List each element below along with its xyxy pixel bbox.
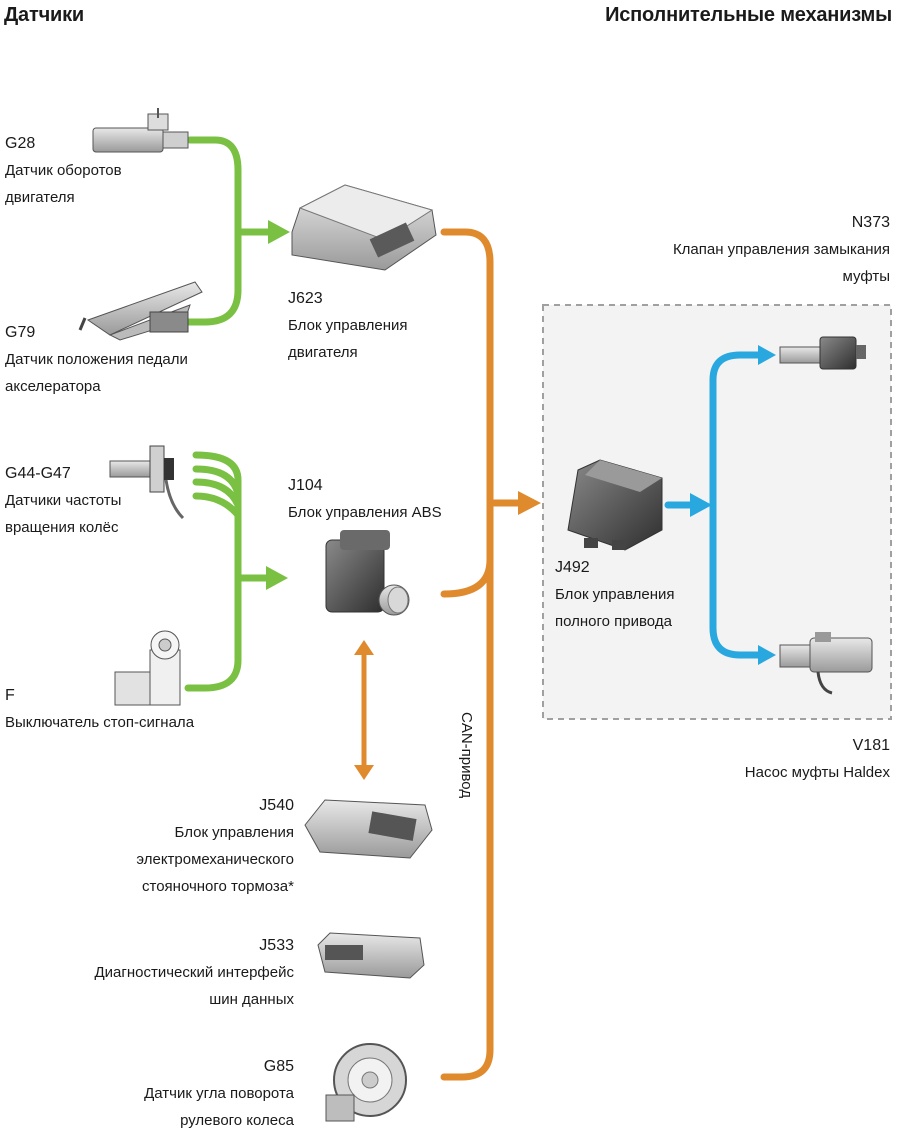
v181-pump-image (779, 632, 873, 695)
j533-desc-1: Диагностический интерфейс (94, 964, 294, 981)
arrow-to-distributor (690, 493, 712, 517)
arrow-to-j623 (268, 220, 290, 244)
g44-label: G44-G47 Датчики частоты вращения колёс (5, 460, 121, 541)
arrow-to-n373 (758, 345, 776, 365)
g28-desc-2: двигателя (5, 189, 75, 206)
j104-code: J104 (288, 477, 323, 494)
g85-label: G85 Датчик угла поворота рулевого колеса (144, 1053, 294, 1134)
g28-desc-1: Датчик оборотов (5, 162, 122, 179)
g44-sensor-image (109, 445, 185, 520)
j104-label: J104 Блок управления ABS (288, 472, 442, 526)
j540-desc-2: электромеханического (136, 851, 294, 868)
n373-label: N373 Клапан управления замыкания муфты (673, 209, 890, 290)
v181-code: V181 (852, 737, 890, 754)
j104-abs-image (325, 530, 410, 616)
j104-desc-1: Блок управления ABS (288, 504, 442, 521)
sensor-lines-engine (181, 136, 274, 326)
f-switch-image (114, 630, 181, 706)
g85-sensor-image (325, 1043, 407, 1122)
j623-label: J623 Блок управления двигателя (288, 285, 407, 366)
g44-desc-2: вращения колёс (5, 519, 119, 536)
sensors-header: Датчики (4, 4, 84, 26)
j492-desc-2: полного привода (555, 613, 672, 630)
v181-desc-1: Насос муфты Haldex (744, 764, 890, 781)
g85-code: G85 (263, 1058, 294, 1075)
g28-code: G28 (5, 135, 36, 152)
sensor-lines-abs (184, 451, 272, 692)
j533-gateway-image (317, 932, 425, 979)
v181-label: V181 Насос муфты Haldex (745, 732, 890, 786)
g79-code: G79 (5, 324, 36, 341)
j492-desc-1: Блок управления (555, 586, 675, 603)
g79-desc-2: акселератора (5, 378, 101, 395)
j492-label: J492 Блок управления полного привода (555, 554, 674, 635)
j492-ecu-image (567, 459, 663, 551)
f-label: F Выключатель стоп-сигнала (5, 682, 194, 736)
f-code: F (5, 687, 15, 704)
j533-label: J533 Диагностический интерфейс шин данны… (95, 932, 294, 1013)
n373-desc-1: Клапан управления замыкания (672, 241, 890, 258)
g28-label: G28 Датчик оборотов двигателя (5, 130, 122, 211)
n373-valve-image (779, 336, 866, 370)
j540-code: J540 (259, 797, 294, 814)
arrow-to-j492 (518, 491, 541, 515)
g28-sensor-image (92, 108, 189, 153)
j540-desc-1: Блок управления (174, 824, 294, 841)
j540-ecu-image (304, 799, 433, 859)
j492-code: J492 (555, 559, 590, 576)
g85-desc-2: рулевого колеса (180, 1112, 294, 1129)
j533-desc-2: шин данных (209, 991, 294, 1008)
j540-label: J540 Блок управления электромеханическог… (136, 792, 294, 900)
arrow-to-j104 (266, 566, 288, 590)
can-bus-label: CAN-привод (458, 712, 475, 799)
g79-desc-1: Датчик положения педали (5, 351, 188, 368)
g79-label: G79 Датчик положения педали акселератора (5, 319, 188, 400)
n373-desc-2: муфты (842, 268, 890, 285)
g44-code: G44-G47 (5, 465, 71, 482)
g79-pedal-image (78, 281, 203, 341)
actuators-header: Исполнительные механизмы (605, 4, 892, 26)
j623-ecu-image (291, 184, 437, 271)
actuator-lines (664, 351, 764, 659)
j623-code: J623 (288, 290, 323, 307)
can-bus (440, 228, 524, 1081)
f-desc-1: Выключатель стоп-сигнала (5, 714, 195, 731)
arrow-to-v181 (758, 645, 776, 665)
j623-desc-2: двигателя (288, 344, 358, 361)
abs-epb-link (354, 640, 374, 780)
g44-desc-1: Датчики частоты (5, 492, 122, 509)
j623-desc-1: Блок управления (288, 317, 408, 334)
j533-code: J533 (259, 937, 294, 954)
g85-desc-1: Датчик угла поворота (144, 1085, 294, 1102)
n373-code: N373 (851, 214, 890, 231)
j540-desc-3: стояночного тормоза* (142, 878, 294, 895)
